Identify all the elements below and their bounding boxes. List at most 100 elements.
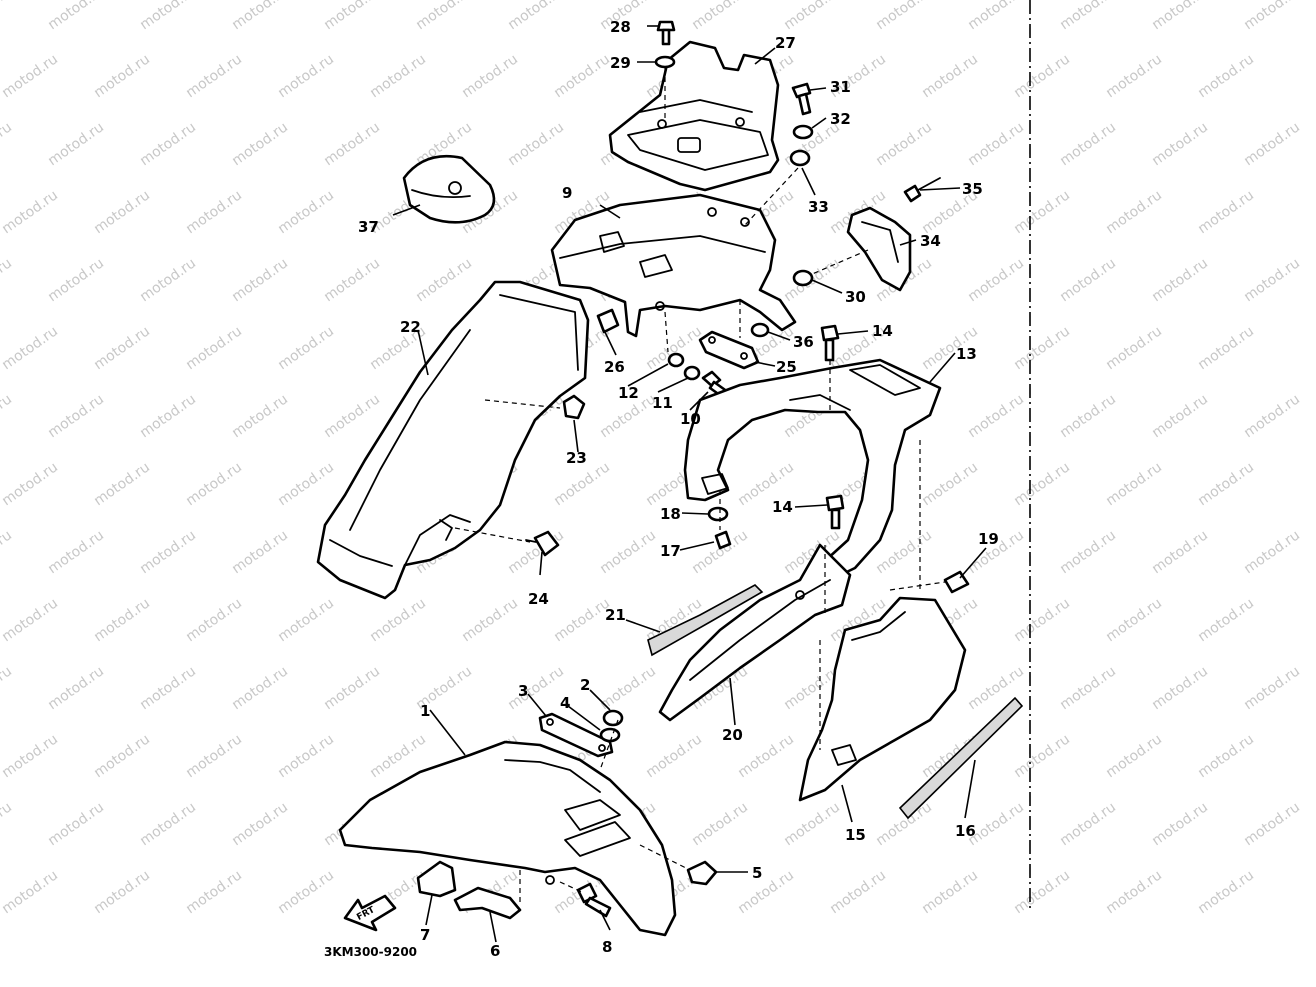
- part-2-nut: [602, 709, 624, 727]
- watermark-text: motod.ru: [45, 527, 107, 577]
- watermark-text: motod.ru: [1011, 51, 1073, 101]
- watermark-text: motod.ru: [965, 255, 1027, 305]
- callout-22: 22: [400, 318, 421, 336]
- watermark-text: motod.ru: [321, 391, 383, 441]
- callout-15: 15: [845, 826, 866, 844]
- watermark-text: motod.ru: [45, 391, 107, 441]
- watermark-text: motod.ru: [0, 527, 15, 577]
- callout-26: 26: [604, 358, 625, 376]
- watermark-text: motod.ru: [183, 51, 245, 101]
- watermark-text: motod.ru: [1195, 51, 1257, 101]
- watermark-text: motod.ru: [1241, 799, 1303, 849]
- watermark-text: motod.ru: [321, 663, 383, 713]
- callout-29: 29: [610, 54, 631, 72]
- watermark-text: motod.ru: [229, 0, 291, 33]
- watermark-text: motod.ru: [229, 119, 291, 169]
- callout-1: 1: [420, 702, 430, 720]
- callout-numbers: 28 29 27 31 32 33 35 34 30 9 37 36 14 13…: [358, 18, 999, 960]
- callout-17: 17: [660, 542, 681, 560]
- watermark-text: motod.ru: [1103, 595, 1165, 645]
- watermark-text: motod.ru: [1195, 731, 1257, 781]
- watermark-text: motod.ru: [91, 459, 153, 509]
- callout-30: 30: [845, 288, 866, 306]
- watermark-text: motod.ru: [183, 731, 245, 781]
- watermark-text: motod.ru: [45, 255, 107, 305]
- watermark-text: motod.ru: [183, 595, 245, 645]
- callout-25: 25: [776, 358, 797, 376]
- callout-33: 33: [808, 198, 829, 216]
- watermark-text: motod.ru: [1241, 663, 1303, 713]
- watermark-text: motod.ru: [45, 0, 107, 33]
- diagram-code: 3KM300-9200: [324, 945, 417, 959]
- callout-7: 7: [420, 926, 430, 944]
- watermark-text: motod.ru: [275, 867, 337, 917]
- watermark-text: motod.ru: [229, 391, 291, 441]
- part-24-screw: [525, 530, 560, 557]
- watermark-text: motod.ru: [321, 0, 383, 33]
- watermark-text: motod.ru: [413, 255, 475, 305]
- watermark-text: motod.ru: [1103, 323, 1165, 373]
- callout-3: 3: [518, 682, 528, 700]
- part-29-washer: [654, 55, 676, 69]
- callout-14-lower: 14: [772, 498, 793, 516]
- watermark-text: motod.ru: [91, 323, 153, 373]
- watermark-text: motod.ru: [0, 799, 15, 849]
- part-12-washer: [667, 352, 685, 368]
- callout-28: 28: [610, 18, 631, 36]
- callout-23: 23: [566, 449, 587, 467]
- callout-9: 9: [562, 184, 572, 202]
- watermark-text: motod.ru: [505, 119, 567, 169]
- part-15-side-cover: [798, 596, 967, 802]
- watermark-text: motod.ru: [1057, 255, 1119, 305]
- watermark-text: motod.ru: [1149, 391, 1211, 441]
- watermark-text: motod.ru: [137, 119, 199, 169]
- watermark-text: motod.ru: [459, 51, 521, 101]
- callout-19: 19: [978, 530, 999, 548]
- watermark-text: motod.ru: [91, 731, 153, 781]
- callout-18: 18: [660, 505, 681, 523]
- callout-16: 16: [955, 822, 976, 840]
- callout-24: 24: [528, 590, 549, 608]
- watermark-text: motod.ru: [137, 0, 199, 33]
- callout-27: 27: [775, 34, 796, 52]
- watermark-text: motod.ru: [1241, 391, 1303, 441]
- part-21-stripe: [647, 584, 764, 657]
- callout-37: 37: [358, 218, 379, 236]
- watermark-text: motod.ru: [0, 663, 15, 713]
- watermark-text: motod.ru: [643, 731, 705, 781]
- watermark-text: motod.ru: [275, 731, 337, 781]
- watermark-text: motod.ru: [689, 0, 751, 33]
- part-22-rear-fender: [316, 280, 590, 600]
- watermark-text: motod.ru: [0, 51, 61, 101]
- watermark-text: motod.ru: [183, 459, 245, 509]
- part-20-tail-cover: [658, 543, 852, 722]
- watermark-text: motod.ru: [91, 51, 153, 101]
- part-30-collar: [792, 269, 814, 287]
- callout-32: 32: [830, 110, 851, 128]
- watermark-text: motod.ru: [275, 51, 337, 101]
- frt-arrow: FRT: [343, 894, 397, 932]
- part-23-clip: [562, 394, 586, 420]
- watermark-text: motod.ru: [0, 119, 15, 169]
- callout-10: 10: [680, 410, 701, 428]
- callout-8: 8: [602, 938, 612, 956]
- part-36-nut: [750, 322, 770, 338]
- watermark-text: motod.ru: [91, 595, 153, 645]
- watermark-text: motod.ru: [137, 391, 199, 441]
- watermark-text: motod.ru: [367, 51, 429, 101]
- watermark-text: motod.ru: [0, 323, 61, 373]
- watermark-text: motod.ru: [413, 0, 475, 33]
- watermark-text: motod.ru: [1241, 255, 1303, 305]
- watermark-text: motod.ru: [0, 731, 61, 781]
- watermark-text: motod.ru: [1103, 867, 1165, 917]
- callout-4: 4: [560, 694, 570, 712]
- callout-13: 13: [956, 345, 977, 363]
- watermark-text: motod.ru: [1103, 459, 1165, 509]
- part-16-stripe: [898, 696, 1024, 820]
- watermark-text: motod.ru: [1011, 323, 1073, 373]
- callout-35: 35: [962, 180, 983, 198]
- watermark-text: motod.ru: [0, 867, 61, 917]
- watermark-text: motod.ru: [45, 663, 107, 713]
- leader-lines: [392, 25, 987, 943]
